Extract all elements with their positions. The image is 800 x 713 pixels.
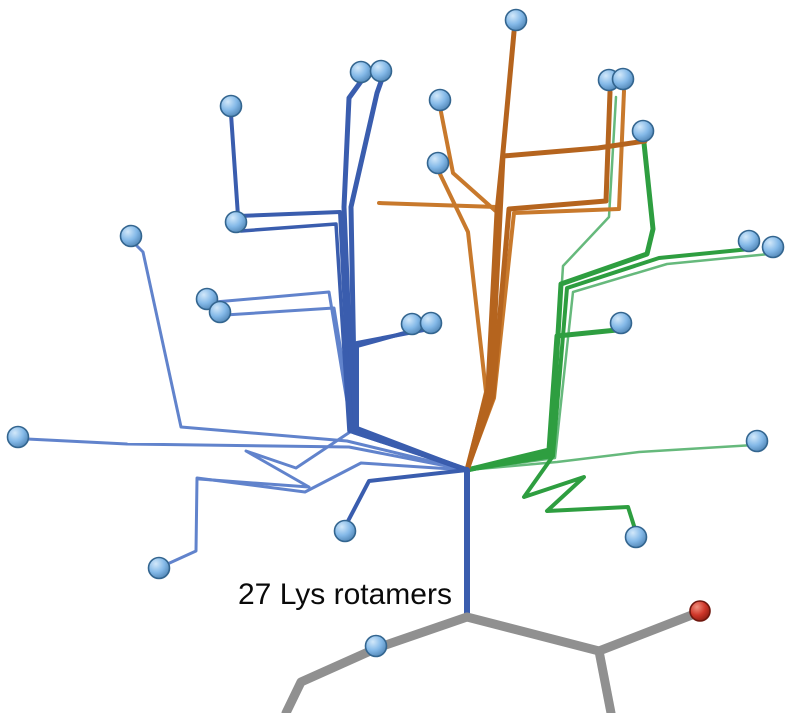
nitrogen-atom-sphere[interactable] — [504, 8, 528, 32]
bond-stick-green2 — [465, 252, 771, 472]
bond-stick-green1 — [465, 454, 637, 531]
bond-stick-orange2 — [377, 201, 499, 209]
bond-stick-backbone — [462, 608, 702, 656]
bond-stick-blue1 — [348, 76, 470, 473]
nitrogen-atom-sphere[interactable] — [224, 210, 248, 234]
nitrogen-atom-sphere[interactable] — [6, 425, 30, 449]
nitrogen-atom-sphere[interactable] — [745, 429, 769, 453]
bond-stick-blue1 — [355, 326, 469, 472]
nitrogen-atom-sphere[interactable] — [208, 300, 232, 324]
nitrogen-atom-sphere[interactable] — [609, 311, 633, 335]
atoms-layer — [6, 8, 785, 658]
bond-stick-blue2 — [25, 437, 469, 472]
rotamer-count-label: 27 Lys rotamers — [238, 578, 452, 611]
nitrogen-atom-sphere[interactable] — [369, 59, 393, 83]
nitrogen-atom-sphere[interactable] — [761, 235, 785, 259]
nitrogen-atom-sphere[interactable] — [400, 312, 424, 336]
nitrogen-atom-sphere[interactable] — [624, 525, 648, 549]
nitrogen-atom-sphere[interactable] — [364, 634, 388, 658]
nitrogen-atom-sphere[interactable] — [119, 224, 143, 248]
nitrogen-atom-sphere[interactable] — [349, 60, 373, 84]
bond-stick-blue2 — [131, 240, 469, 472]
bond-stick-orange1 — [464, 29, 517, 473]
nitrogen-atom-sphere[interactable] — [147, 556, 171, 580]
nitrogen-atom-sphere[interactable] — [737, 229, 761, 253]
bond-stick-orange2 — [439, 110, 501, 472]
oxygen-atom-sphere[interactable] — [689, 600, 711, 622]
bond-stick-green1 — [464, 327, 620, 473]
bond-stick-backbone — [594, 646, 616, 713]
nitrogen-atom-sphere[interactable] — [219, 94, 243, 118]
bond-stick-blue1 — [345, 468, 469, 525]
bond-stick-green2 — [465, 443, 756, 472]
nitrogen-atom-sphere[interactable] — [631, 119, 655, 143]
bond-stick-backbone — [281, 612, 472, 713]
nitrogen-atom-sphere[interactable] — [611, 67, 635, 91]
nitrogen-atom-sphere[interactable] — [428, 88, 452, 112]
nitrogen-atom-sphere[interactable] — [419, 311, 443, 335]
bond-stick-blue2 — [161, 461, 469, 568]
nitrogen-atom-sphere[interactable] — [333, 519, 357, 543]
nitrogen-atom-sphere[interactable] — [426, 151, 450, 175]
bond-stick-blue1 — [239, 222, 469, 472]
bond-stick-blue2 — [197, 428, 355, 489]
bonds-layer — [25, 29, 771, 713]
bond-stick-blue1 — [341, 77, 470, 473]
bond-stick-orange1 — [464, 89, 613, 473]
